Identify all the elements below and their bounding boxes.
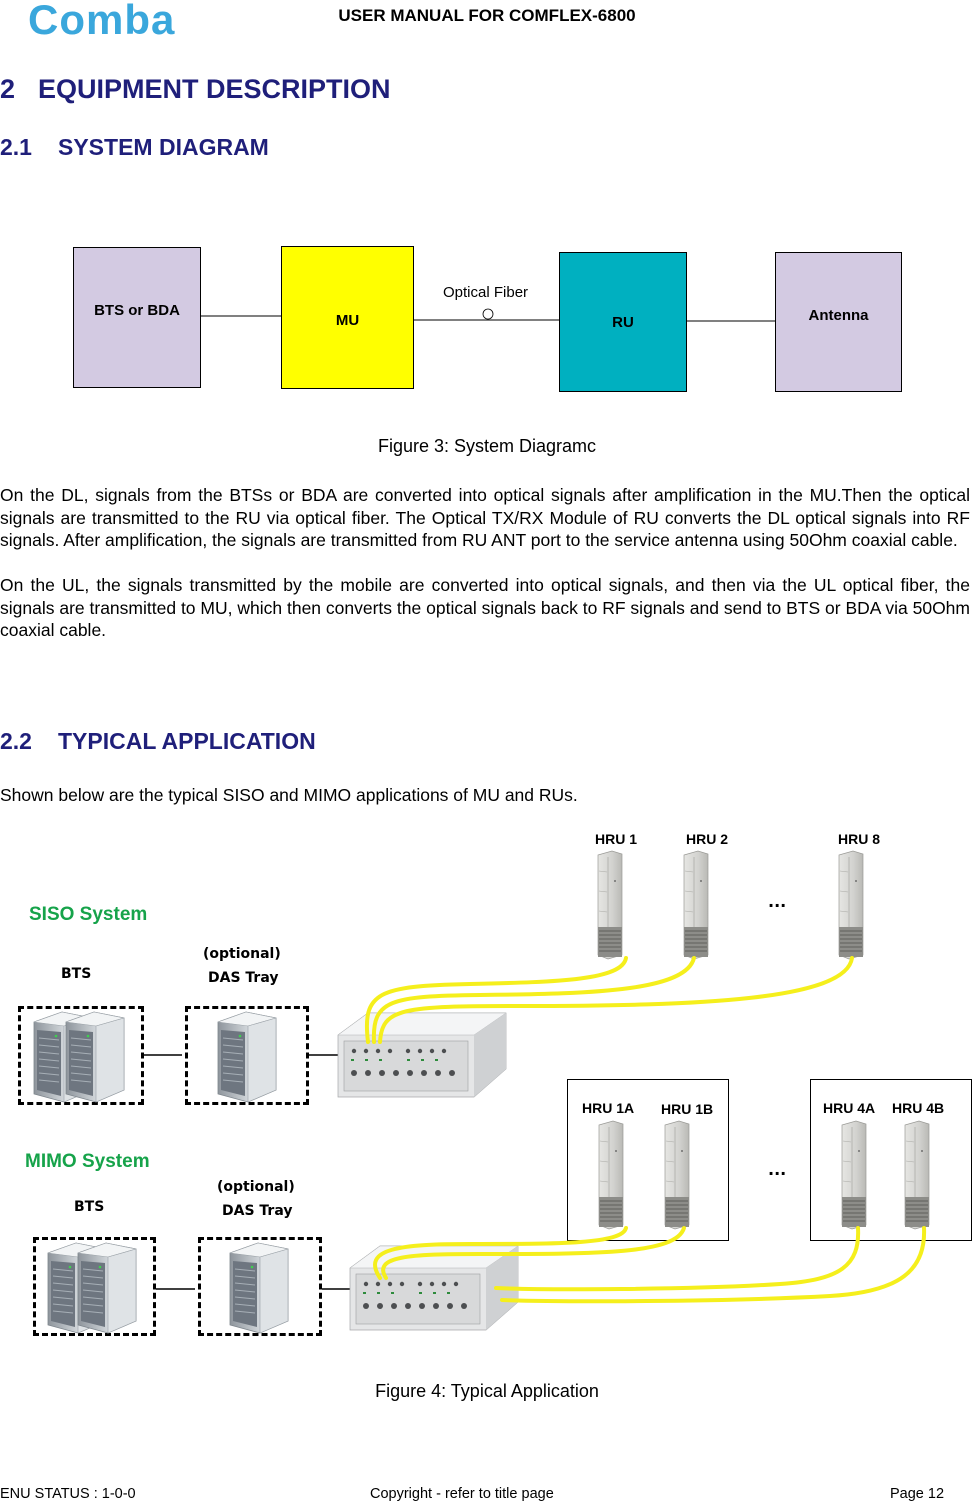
bts-siso-box [18,1006,144,1105]
das-tray-siso-box [185,1006,309,1105]
section-title: EQUIPMENT DESCRIPTION [38,74,391,104]
das-tray-label-mimo: DAS Tray [222,1203,293,1219]
mimo-system-label: MIMO System [25,1151,150,1172]
fiber-connector-icon [482,308,494,320]
optical-fiber-label: Optical Fiber [443,284,529,301]
ru-box: RU [559,252,687,392]
hru-4a-label: HRU 4A [823,1100,876,1116]
das-tray-label-siso: DAS Tray [208,970,279,986]
manual-title: USER MANUAL FOR COMFLEX-6800 [338,6,636,25]
footer-copyright: Copyright - refer to title page [370,1486,554,1502]
antenna-box: Antenna [775,252,902,392]
bts-or-bda-box: BTS or BDA [73,247,201,388]
hru-1b-label: HRU 1B [661,1101,714,1117]
system-diagram: BTS or BDA MU Optical Fiber RU Antenna [0,0,974,420]
hru-8-label: HRU 8 [838,831,881,847]
paragraph-intro: Shown below are the typical SISO and MIM… [0,785,578,805]
hru-2-label: HRU 2 [686,831,729,847]
subsection-number: 2.2 [0,728,32,754]
optional-label-mimo: (optional) [217,1179,295,1195]
ellipsis-mimo: ... [768,1160,787,1179]
svg-text:Comba: Comba [28,0,175,40]
bts-server-icon-siso [33,1011,125,1103]
bts-label-siso: BTS [61,966,92,982]
hru-unit-icon [664,1120,690,1230]
figure-4-caption: Figure 4: Typical Application [375,1381,599,1401]
subsection-heading-2-2: 2.2 TYPICAL APPLICATION [0,728,316,755]
figure-3-caption: Figure 3: System Diagramc [377,436,597,456]
footer-status: ENU STATUS : 1-0-0 [0,1486,136,1502]
mu-box: MU [281,246,414,389]
hru-4b-label: HRU 4B [892,1100,945,1116]
bts-server-icon-mimo [47,1242,137,1334]
hru-pair-4-box: HRU 4A HRU 4B [810,1079,972,1241]
footer-page-number: Page 12 [890,1486,945,1502]
section-heading: 2 EQUIPMENT DESCRIPTION [0,74,391,105]
section-number: 2 [0,74,16,104]
subsection-title: TYPICAL APPLICATION [58,728,316,754]
hru-1-label: HRU 1 [595,831,638,847]
fiber-cables [364,956,927,1304]
hru-unit-icon [838,850,864,960]
siso-system-label: SISO System [29,904,148,925]
typical-application-figure: SISO System MIMO System BTS (optional) D… [18,831,972,1336]
optional-label-siso: (optional) [203,946,281,962]
subsection-number: 2.1 [0,134,32,160]
mu-chassis-icon-siso [337,1012,507,1098]
bts-label-mimo: BTS [74,1199,105,1215]
bts-mimo-box [33,1237,156,1336]
hru-unit-icon [841,1120,867,1230]
paragraph-ul: On the UL, the signals transmitted by th… [0,575,970,640]
subsection-heading-2-1: 2.1 SYSTEM DIAGRAM [0,134,269,161]
diagram-connectors [200,308,775,322]
hru-unit-icon [597,850,623,960]
comba-logo: Comba [28,0,175,40]
das-tray-server-icon-siso [217,1011,277,1103]
hru-unit-icon [904,1120,930,1230]
hru-1a-label: HRU 1A [582,1100,635,1116]
application-drawing [33,850,930,1334]
das-tray-server-icon-mimo [229,1242,289,1334]
paragraph-dl: On the DL, signals from the BTSs or BDA … [0,485,970,550]
das-tray-mimo-box [198,1237,322,1336]
hru-unit-icon [683,850,709,960]
subsection-title: SYSTEM DIAGRAM [58,134,269,160]
ellipsis-siso: ... [768,892,787,911]
hru-unit-icon [598,1120,624,1230]
hru-pair-1-box: HRU 1A HRU 1B [567,1079,729,1241]
